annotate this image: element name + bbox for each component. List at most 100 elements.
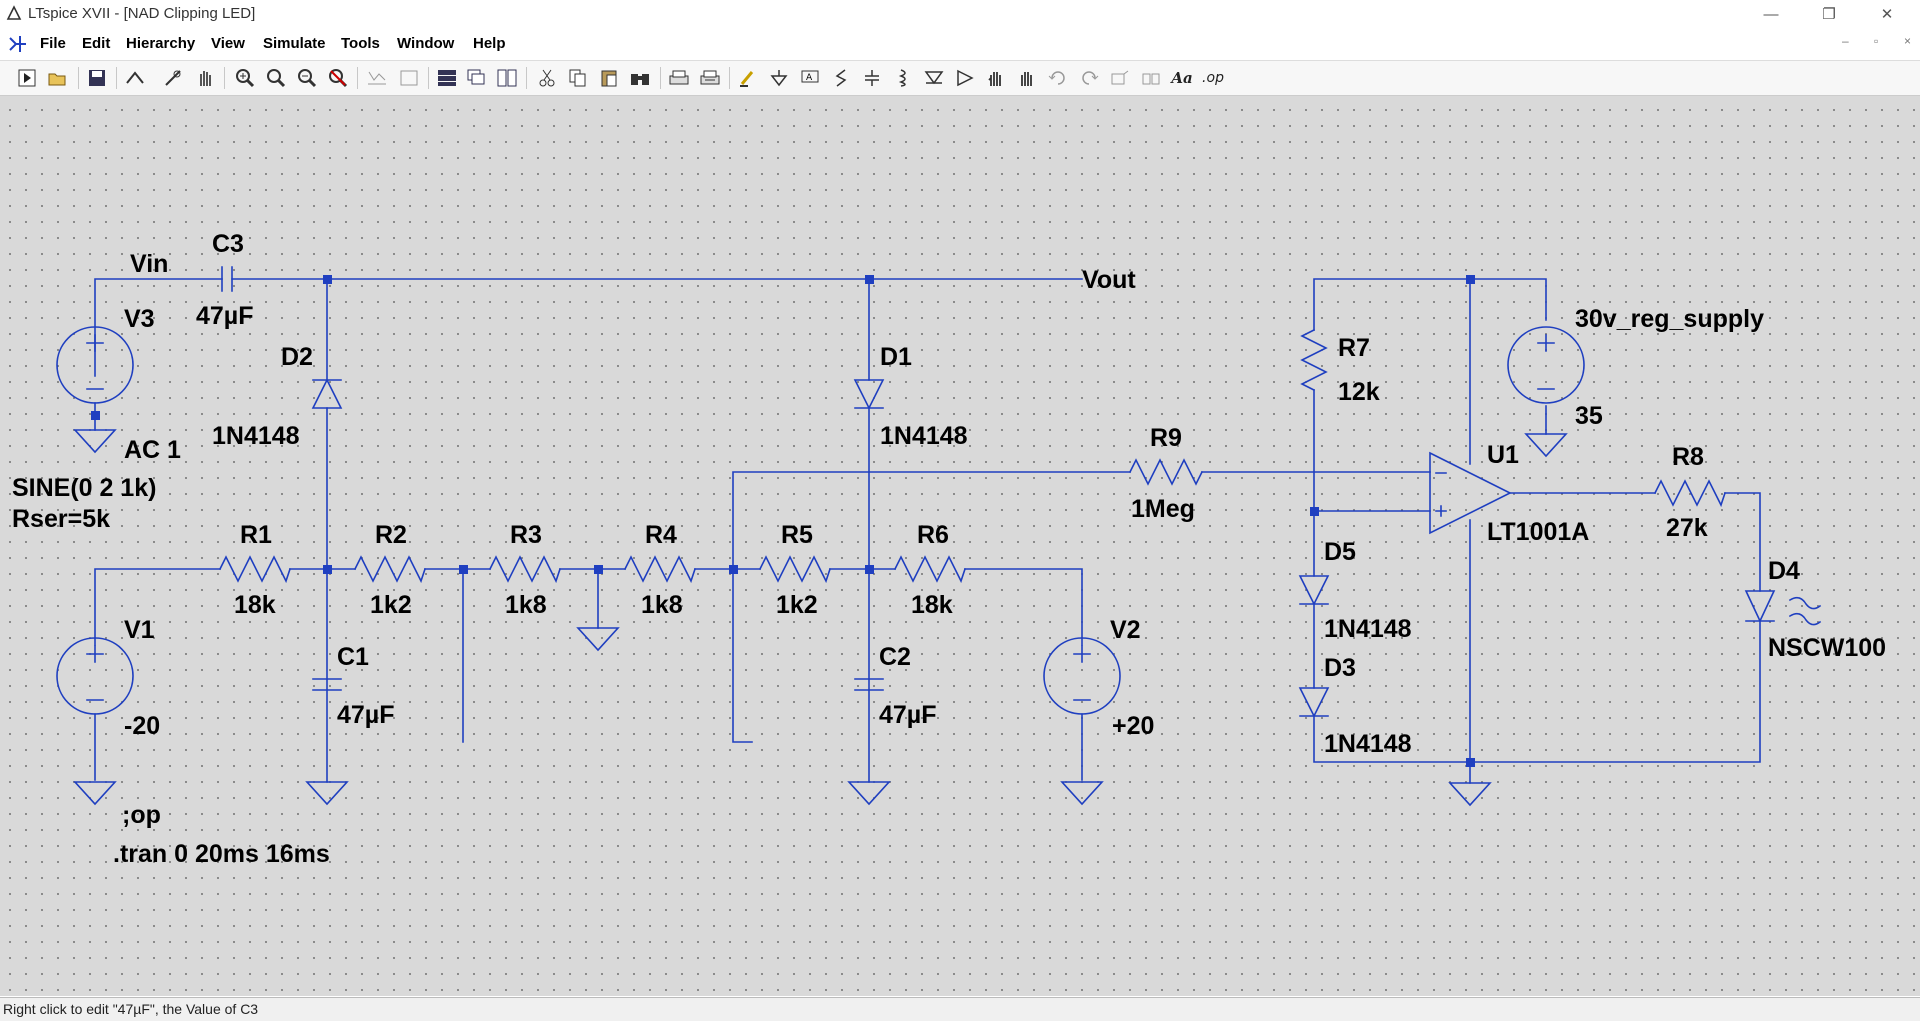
- r3-resistor[interactable]: [488, 555, 562, 584]
- menu-edit[interactable]: Edit: [82, 35, 111, 52]
- draw-wire-icon[interactable]: [735, 66, 761, 90]
- resistor-icon[interactable]: [828, 66, 854, 90]
- open-icon[interactable]: [45, 66, 71, 90]
- label-r3-value[interactable]: 1k8: [505, 591, 547, 619]
- control-panel-icon[interactable]: [122, 66, 148, 90]
- label-v2-value[interactable]: +20: [1112, 712, 1154, 740]
- print-setup-icon[interactable]: [697, 66, 723, 90]
- r2-resistor[interactable]: [353, 555, 427, 584]
- label-r3[interactable]: R3: [510, 521, 542, 549]
- ground-opamp[interactable]: [1448, 782, 1492, 807]
- ground-c1[interactable]: [305, 781, 349, 806]
- save-icon[interactable]: [84, 66, 110, 90]
- tile-horizontal-icon[interactable]: [434, 66, 460, 90]
- label-d1[interactable]: D1: [880, 343, 912, 371]
- ground-v2[interactable]: [1060, 781, 1104, 806]
- wire-r9[interactable]: [732, 471, 1431, 570]
- v3-signs[interactable]: [86, 334, 104, 390]
- schematic-canvas[interactable]: Vin Vout C3 47µF V3 AC 1 SINE(0 2 1k) Rs…: [0, 96, 1920, 996]
- cut-icon[interactable]: [534, 66, 560, 90]
- label-d4[interactable]: D4: [1768, 557, 1800, 585]
- ground-r3r4[interactable]: [576, 627, 620, 652]
- label-r8[interactable]: R8: [1672, 443, 1704, 471]
- label-r1-value[interactable]: 18k: [234, 591, 276, 619]
- c1-capacitor[interactable]: [312, 678, 342, 691]
- run-icon[interactable]: [14, 66, 40, 90]
- mdi-close-button[interactable]: ×: [1904, 34, 1912, 48]
- ground-supply[interactable]: [1524, 433, 1568, 458]
- tile-vertical-icon[interactable]: [494, 66, 520, 90]
- u1-opamp[interactable]: [1429, 451, 1512, 535]
- label-r5-value[interactable]: 1k2: [776, 591, 818, 619]
- directive-op[interactable]: ;op: [122, 801, 161, 829]
- label-v1[interactable]: V1: [124, 616, 155, 644]
- label-r7-value[interactable]: 12k: [1338, 378, 1380, 406]
- d1-diode[interactable]: [853, 379, 885, 410]
- zoom-out-icon[interactable]: [294, 66, 320, 90]
- menu-window[interactable]: Window: [397, 35, 455, 52]
- d3-diode[interactable]: [1298, 687, 1330, 718]
- supply-signs[interactable]: [1537, 334, 1555, 390]
- spice-directive-icon[interactable]: .op: [1202, 70, 1224, 86]
- cascade-icon[interactable]: [464, 66, 490, 90]
- ground-c2[interactable]: [847, 781, 891, 806]
- ground-v1[interactable]: [73, 781, 117, 806]
- label-d4-model[interactable]: NSCW100: [1768, 634, 1886, 662]
- label-vin[interactable]: Vin: [130, 250, 168, 278]
- autofit-icon[interactable]: [396, 66, 422, 90]
- zoom-cancel-icon[interactable]: [325, 66, 351, 90]
- schematic-doc-icon[interactable]: [6, 34, 28, 54]
- r5-resistor[interactable]: [758, 555, 832, 584]
- wire-bottom-chain[interactable]: [94, 568, 1083, 646]
- probe-icon[interactable]: [160, 66, 186, 90]
- label-d3-model[interactable]: 1N4148: [1324, 730, 1412, 758]
- label-d2-model[interactable]: 1N4148: [212, 422, 300, 450]
- r9-resistor[interactable]: [1128, 458, 1204, 486]
- redo-icon[interactable]: [1076, 66, 1102, 90]
- label-v2[interactable]: V2: [1110, 616, 1141, 644]
- ground-icon[interactable]: [766, 66, 792, 90]
- ground-v3[interactable]: [73, 429, 117, 454]
- move-icon[interactable]: [983, 66, 1009, 90]
- label-c3-value[interactable]: 47µF: [196, 302, 253, 330]
- undo-icon[interactable]: [1045, 66, 1071, 90]
- wire-opamp-out[interactable]: [1469, 492, 1761, 763]
- label-c2[interactable]: C2: [879, 643, 911, 671]
- label-c1[interactable]: C1: [337, 643, 369, 671]
- label-d3[interactable]: D3: [1324, 654, 1356, 682]
- label-v3[interactable]: V3: [124, 305, 155, 333]
- wire-r4-stub[interactable]: [732, 568, 753, 743]
- label-d2[interactable]: D2: [281, 343, 313, 371]
- wire-r7-top[interactable]: [1313, 278, 1547, 331]
- mdi-restore-button[interactable]: ▫: [1874, 34, 1879, 48]
- label-r5[interactable]: R5: [781, 521, 813, 549]
- label-r7[interactable]: R7: [1338, 334, 1370, 362]
- v2-signs[interactable]: [1073, 645, 1091, 781]
- menu-file[interactable]: File: [40, 35, 66, 52]
- print-icon[interactable]: [666, 66, 692, 90]
- label-d5[interactable]: D5: [1324, 538, 1356, 566]
- d2-diode[interactable]: [311, 378, 343, 409]
- label-r6-value[interactable]: 18k: [911, 591, 953, 619]
- v1-signs[interactable]: [86, 645, 104, 781]
- d5-diode[interactable]: [1298, 575, 1330, 606]
- label-r4-value[interactable]: 1k8: [641, 591, 683, 619]
- d4-led[interactable]: [1744, 590, 1776, 623]
- r8-resistor[interactable]: [1653, 479, 1727, 508]
- rotate-icon[interactable]: [1107, 66, 1133, 90]
- find-icon[interactable]: [627, 66, 653, 90]
- restore-button[interactable]: ❐: [1822, 6, 1836, 23]
- mdi-minimize-button[interactable]: –: [1842, 34, 1849, 48]
- r6-resistor[interactable]: [893, 555, 967, 584]
- label-vout[interactable]: Vout: [1082, 266, 1136, 294]
- label-r9[interactable]: R9: [1150, 424, 1182, 452]
- menu-help[interactable]: Help: [473, 35, 506, 52]
- inductor-icon[interactable]: [890, 66, 916, 90]
- diode-icon[interactable]: [921, 66, 947, 90]
- r4-resistor[interactable]: [623, 555, 697, 584]
- label-supply[interactable]: 30v_reg_supply: [1575, 305, 1764, 333]
- label-v3-sine[interactable]: SINE(0 2 1k): [12, 474, 157, 502]
- mirror-icon[interactable]: [1138, 66, 1164, 90]
- text-icon[interactable]: Aa: [1171, 69, 1193, 87]
- label-c1-value[interactable]: 47µF: [337, 701, 394, 729]
